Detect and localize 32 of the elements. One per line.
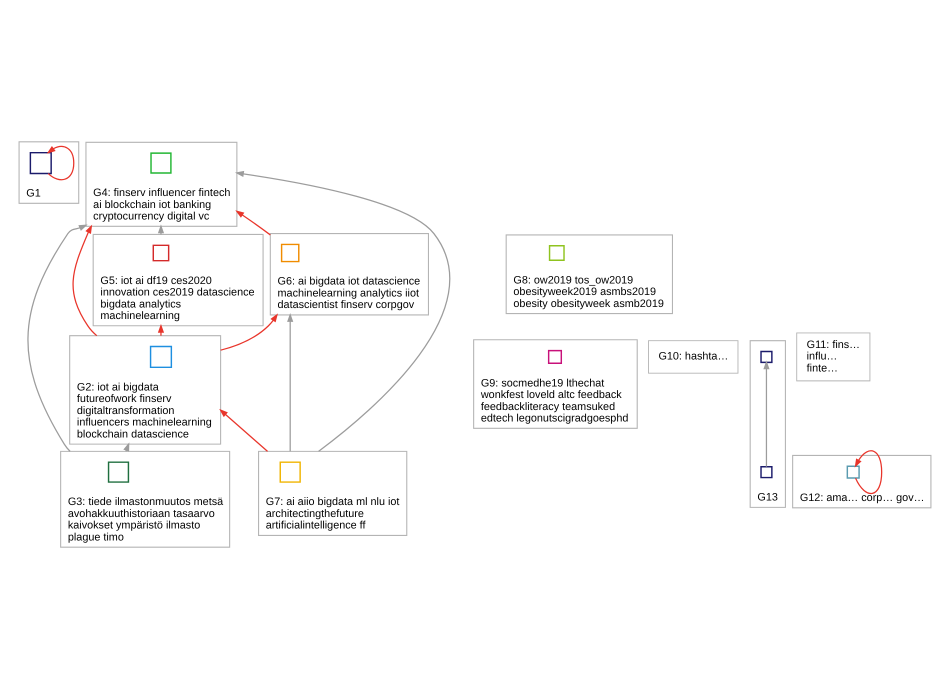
arrow (235, 210, 271, 235)
node-box (846, 465, 860, 478)
arrow (27, 224, 88, 452)
cluster: G6: ai bigdata iot datascience machinelearning analytics iiot datascientist finserv corpgov (270, 232, 429, 315)
cluster: G4: finserv influencer fintech ai blockchain iot banking cryptocurrency digital vc (85, 141, 238, 226)
cluster: G13 (750, 340, 786, 508)
arrow (854, 450, 882, 494)
node-box (548, 244, 565, 260)
node-box (548, 349, 562, 364)
node-box (280, 243, 300, 262)
node-box (280, 460, 301, 482)
cluster: G2: iot ai bigdata futureofwork finserv digitaltransformation influencers machinelearning blockchain datascience (69, 334, 222, 444)
cluster: G8: ow2019 tos_ow2019 obesityweek2019 asmbs2019 obesity obesityweek asmb2019 (506, 234, 673, 314)
node-box (30, 151, 52, 174)
node-box: G11: fins… influ… finte… (796, 332, 870, 381)
arrow (220, 312, 278, 350)
cluster: G12: ama… corp… gov… (792, 454, 932, 508)
cluster: G1 (18, 140, 80, 204)
node-box (150, 345, 172, 368)
arrow (234, 170, 450, 452)
arrow (219, 408, 268, 452)
arrow (46, 145, 74, 180)
cluster: G9: socmedhe19 lthechat wonkfest loveld altc feedback feedbackliteracy teamsuked edtech legonutscigradgoesphd (473, 338, 638, 428)
node-box (108, 460, 130, 482)
node-box (152, 244, 170, 261)
arrow (287, 312, 294, 451)
node-box (760, 350, 773, 363)
arrow (763, 360, 770, 466)
cluster: G7: ai aiio bigdata ml nlu iot architectingthefuture artificialintelligence ff (258, 450, 408, 536)
node-box (150, 152, 172, 174)
node-box (760, 466, 773, 478)
node-box: G10: hashta… (648, 340, 738, 374)
